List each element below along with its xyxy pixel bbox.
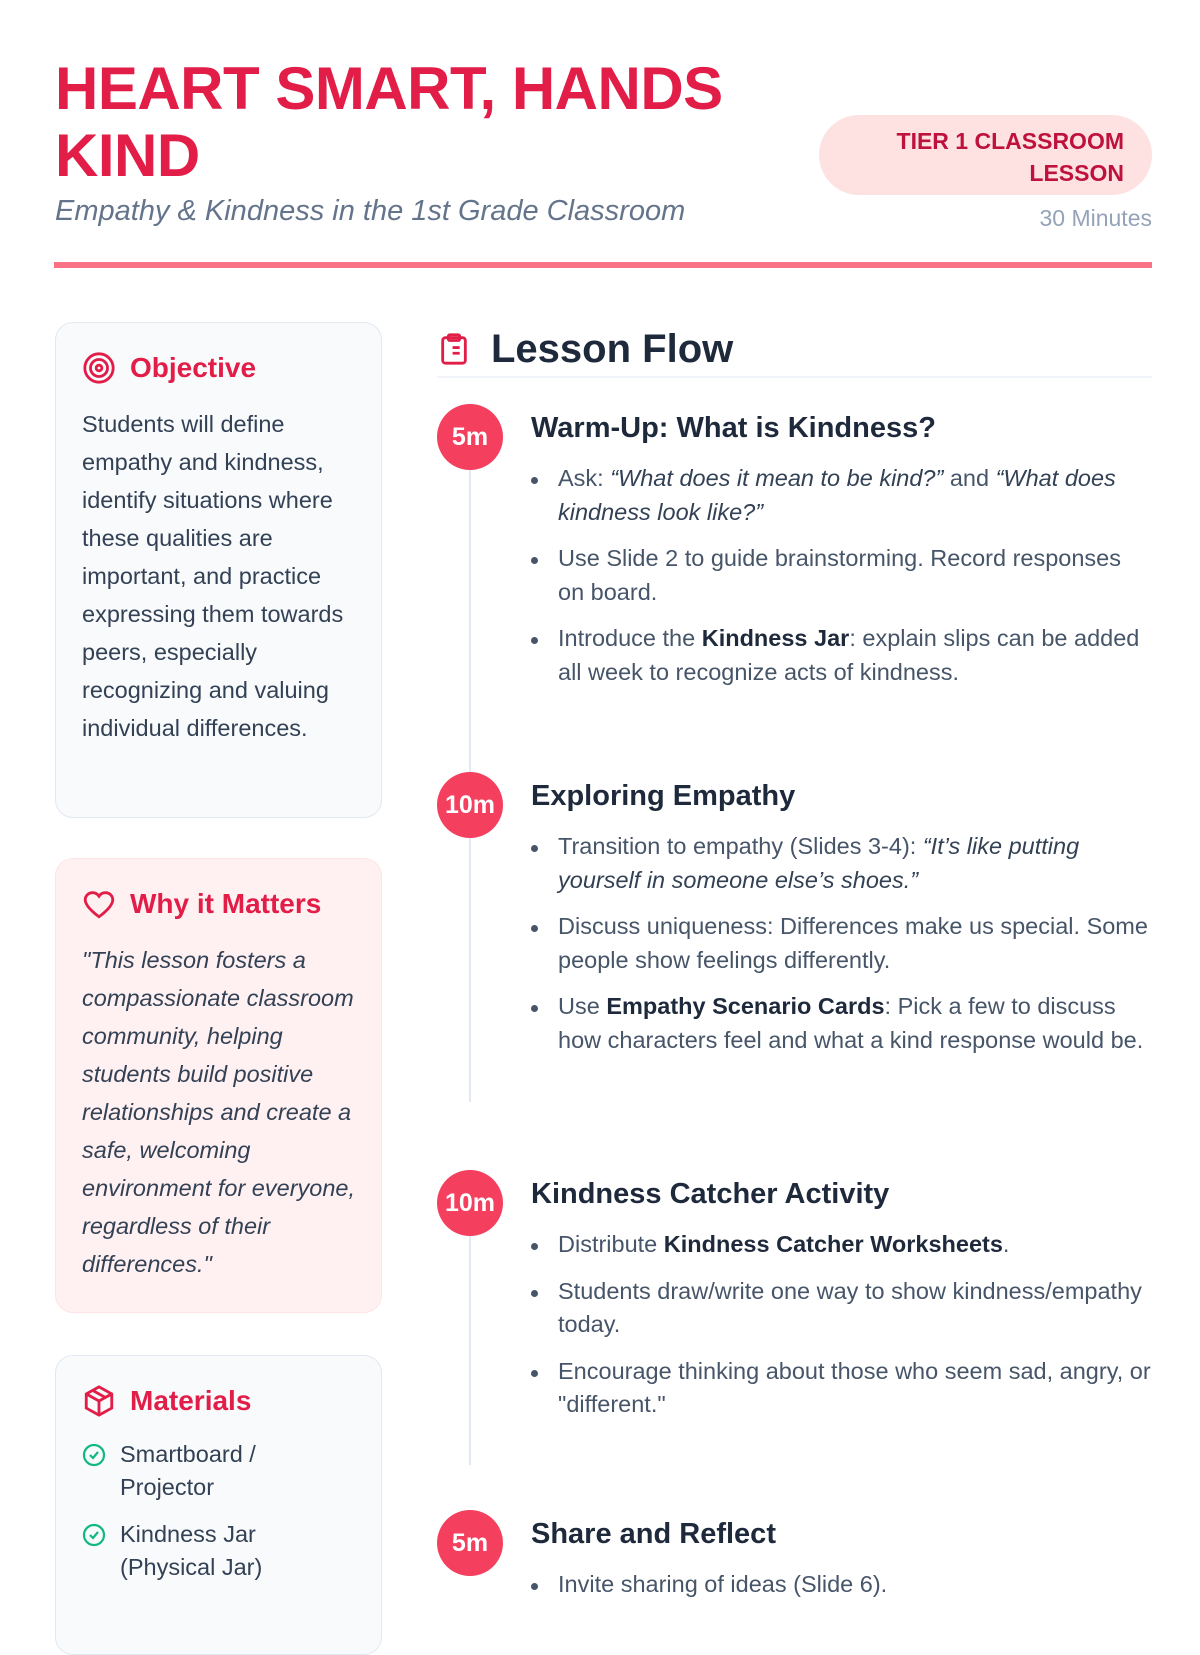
bullet-text: and — [943, 465, 996, 491]
material-label: Kindness Jar (Physical Jar) — [120, 1521, 263, 1580]
step-bullet: Transition to empathy (Slides 3-4): “It’… — [531, 830, 1151, 897]
timeline-line — [469, 838, 471, 1102]
step-time-badge: 5m — [437, 404, 503, 470]
step-title: Exploring Empathy — [531, 780, 796, 812]
clipboard-icon — [441, 333, 467, 365]
why-heading: Why it Matters — [130, 888, 322, 919]
step-bullet: Introduce the Kindness Jar: explain slip… — [531, 622, 1151, 689]
check-circle-icon — [82, 1443, 106, 1467]
timeline-line — [469, 1236, 471, 1465]
step-bullet: Distribute Kindness Catcher Worksheets. — [531, 1228, 1151, 1262]
bullet-text: Kindness Jar — [701, 625, 850, 651]
materials-heading: Materials — [130, 1385, 252, 1416]
bullet-text: Use Slide 2 to guide brainstorming. Reco… — [558, 545, 1121, 605]
objective-text: Students will define empathy and kindnes… — [82, 411, 344, 741]
step-bullet: Use Slide 2 to guide brainstorming. Reco… — [531, 542, 1151, 609]
timeline-line — [469, 470, 471, 1064]
lesson-header: HEART SMART, HANDS KIND Empathy & Kindne… — [55, 55, 1152, 231]
target-icon — [83, 352, 115, 384]
page-subtitle: Empathy & Kindness in the 1st Grade Clas… — [55, 195, 686, 227]
check-circle-icon — [82, 1523, 106, 1547]
step-bullet: Encourage thinking about those who seem … — [531, 1355, 1151, 1422]
bullet-text: : explain slips can be added all week to… — [558, 625, 1140, 685]
step-bullet: Use Empathy Scenario Cards: Pick a few t… — [531, 990, 1151, 1057]
bullet-text: Distribute — [558, 1231, 664, 1257]
bullet-text: Kindness Catcher Worksheets — [663, 1231, 1003, 1257]
step-time-badge: 10m — [437, 772, 503, 838]
bullet-text: Introduce the — [558, 625, 702, 651]
page-title: HEART SMART, HANDS KIND — [55, 55, 723, 189]
step-time-badge: 5m — [437, 1510, 503, 1576]
bullet-text: Ask: — [558, 465, 611, 491]
bullet-text: : Pick a few to discuss how characters f… — [558, 993, 1144, 1053]
objective-heading: Objective — [130, 352, 257, 383]
why-it-matters-card: Why it Matters "This lesson fosters a co… — [55, 858, 382, 1313]
header-divider — [54, 262, 1152, 268]
bullet-text: Invite sharing of ideas (Slide 6). — [558, 1571, 888, 1597]
lesson-flow-heading: Lesson Flow — [491, 326, 734, 371]
tier-badge: TIER 1 CLASSROOM LESSON — [819, 115, 1152, 195]
bullet-text: Encourage thinking about those who seem … — [558, 1357, 1151, 1418]
bullet-text: Transition to empathy (Slides 3-4): — [558, 833, 923, 859]
package-icon — [84, 1385, 114, 1417]
objective-card: Objective Students will define empathy a… — [55, 322, 382, 818]
step-bullet: Ask: “What does it mean to be kind?” and… — [531, 462, 1151, 529]
material-item: Kindness Jar (Physical Jar) — [82, 1518, 355, 1584]
step-bullet: Discuss uniqueness: Differences make us … — [531, 910, 1151, 977]
step-title: Warm-Up: What is Kindness? — [531, 412, 936, 444]
heart-icon — [83, 891, 115, 919]
bullet-text: “It’s like putting yourself in someone e… — [558, 833, 1080, 893]
step-title: Share and Reflect — [531, 1518, 776, 1550]
lesson-flow-header: Lesson Flow — [437, 322, 1152, 378]
bullet-text: Students draw/write one way to show kind… — [558, 1277, 1142, 1338]
bullet-text: . — [1002, 1231, 1010, 1257]
bullet-text: Use — [558, 993, 607, 1019]
material-item: Smartboard / Projector — [82, 1438, 355, 1504]
duration-label: 30 Minutes — [1039, 205, 1152, 231]
step-time-badge: 10m — [437, 1170, 503, 1236]
step-bullet: Invite sharing of ideas (Slide 6). — [531, 1568, 1151, 1602]
why-text: "This lesson fosters a compassionate cla… — [82, 947, 356, 1277]
step-title: Kindness Catcher Activity — [531, 1178, 890, 1210]
step-bullet: Students draw/write one way to show kind… — [531, 1275, 1151, 1342]
bullet-text: Empathy Scenario Cards — [606, 993, 885, 1019]
bullet-text: “What does it mean to be kind?” — [610, 465, 944, 491]
bullet-text: “What does kindness look like?” — [558, 465, 1116, 525]
material-label: Smartboard / Projector — [120, 1441, 256, 1500]
bullet-text: Discuss uniqueness: Differences make us … — [558, 913, 1148, 973]
